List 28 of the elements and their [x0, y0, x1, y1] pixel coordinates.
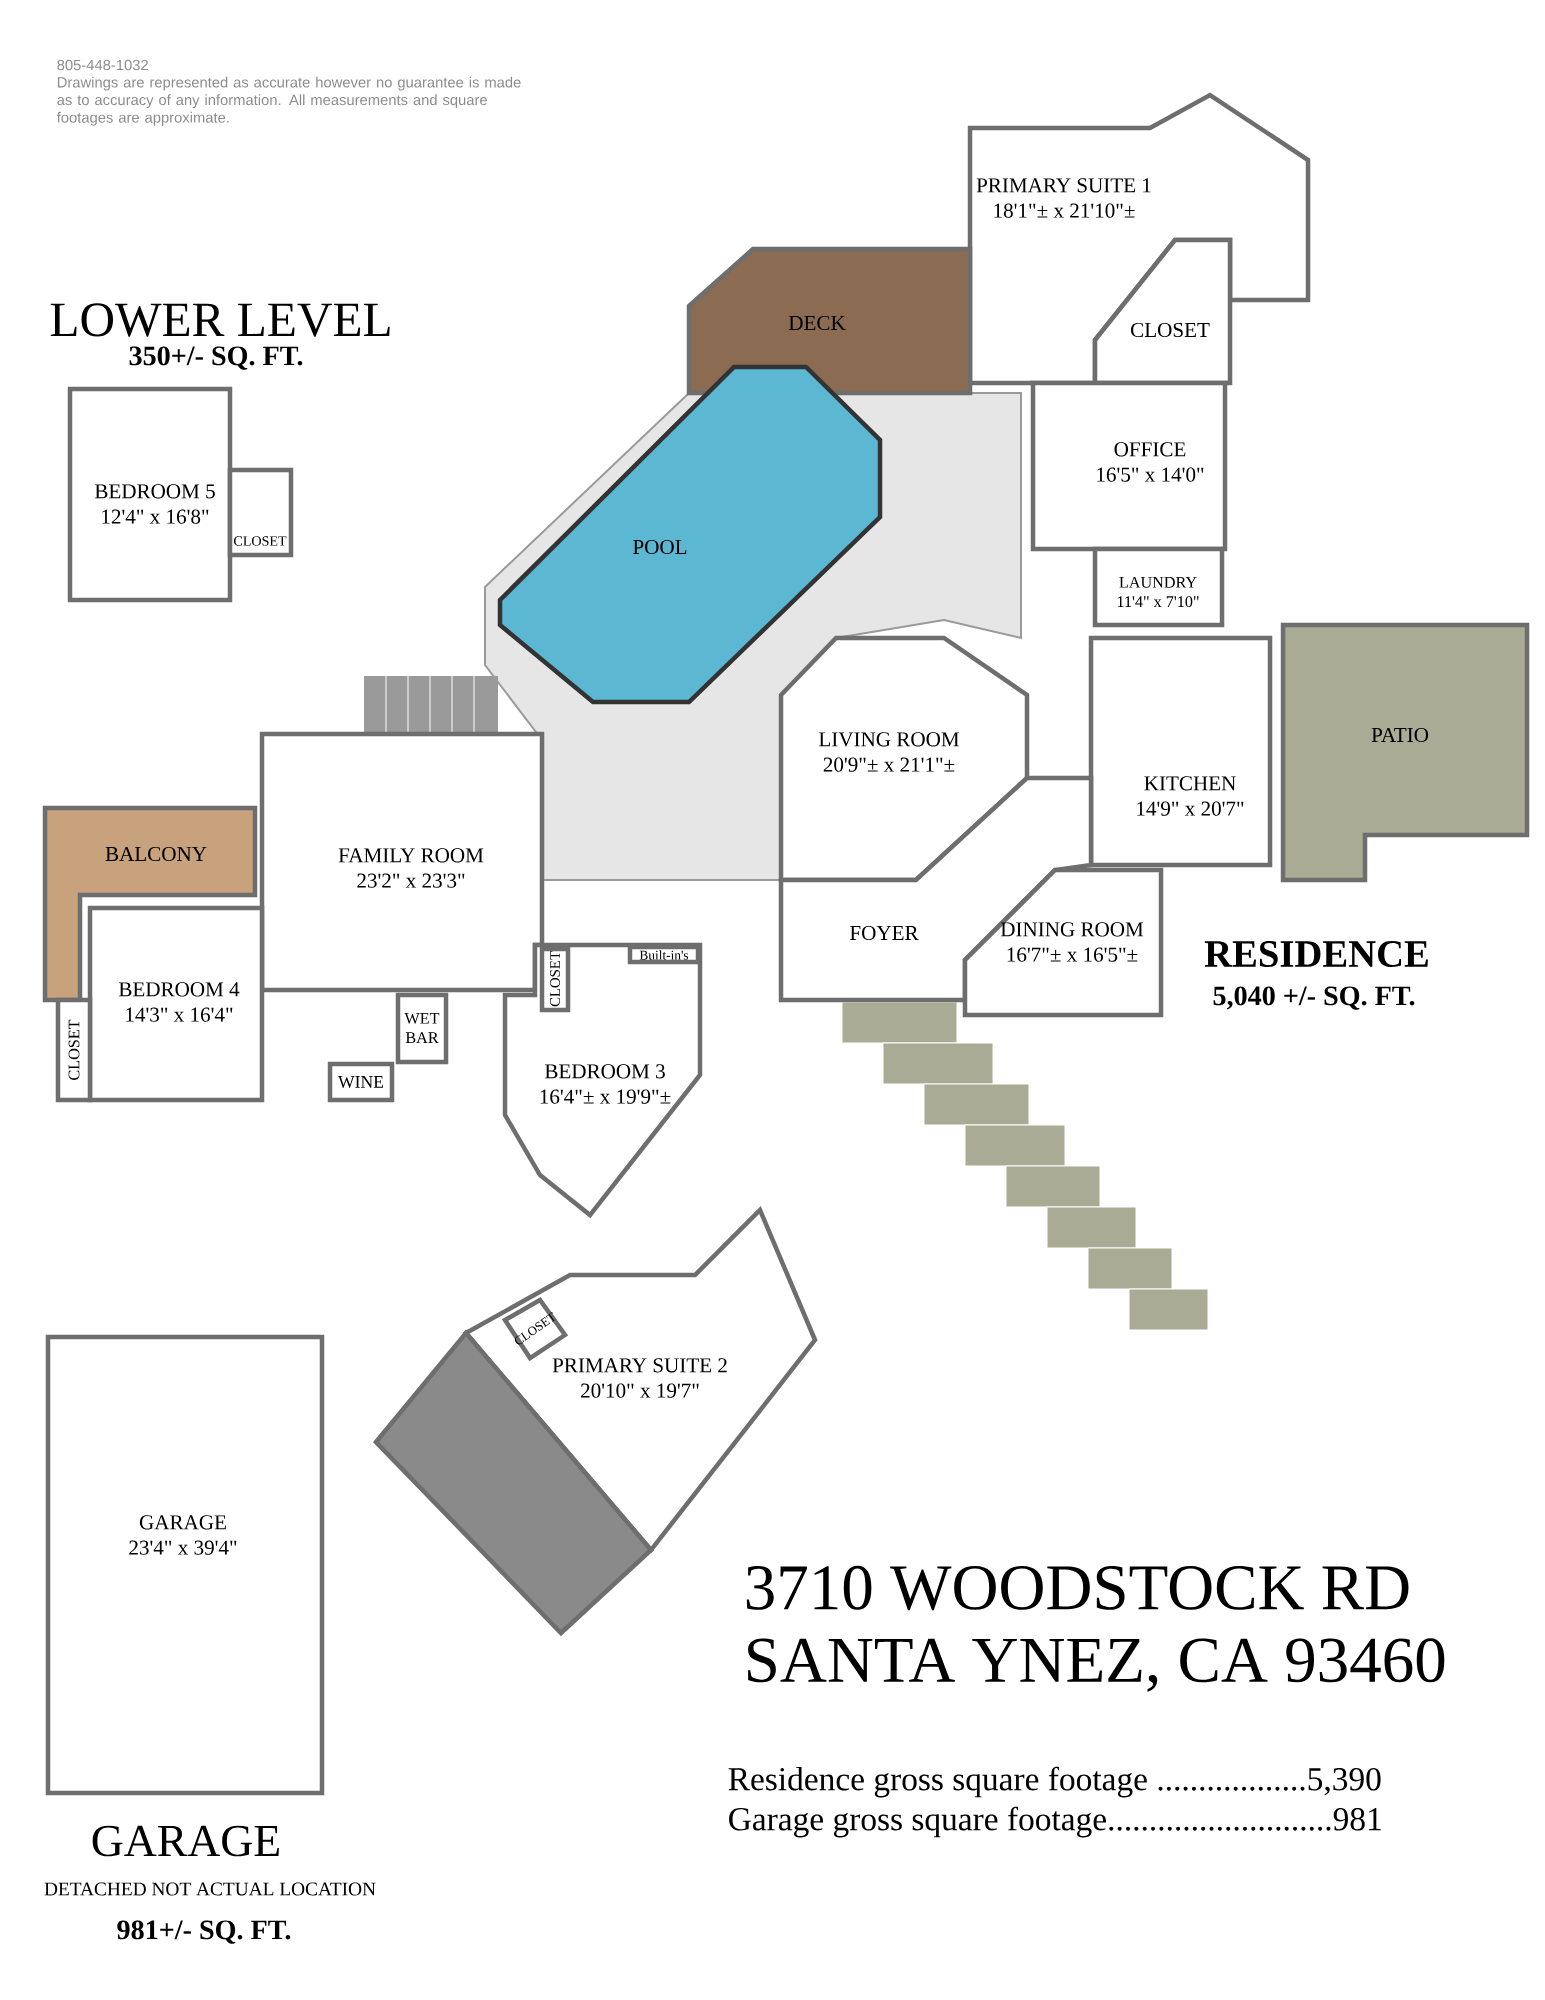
- wine-room: WINE: [327, 1061, 395, 1103]
- disclaimer-note: Drawings are represented as accurate however no guarantee is made as to accuracy of any information. All measurements and square footages are approximate.: [56, 76, 521, 126]
- patio: PATIO: [1280, 622, 1530, 883]
- wet-bar: WET BAR: [395, 992, 449, 1065]
- room: LIVING ROOM 20'9"± x 21'1"±: [778, 635, 1030, 883]
- room: FAMILY ROOM 23'2" x 23'3": [259, 731, 545, 993]
- deck: DECK: [686, 246, 973, 396]
- closet: CLOSET: [1092, 237, 1233, 386]
- pool: POOL: [497, 364, 883, 705]
- area-label: 350+/- SQ. FT.: [129, 346, 303, 370]
- closet: CLOSET: [227, 467, 294, 558]
- built-in-cabinet: Built-in's: [627, 944, 701, 965]
- footage-summary: Garage gross square footage...........................981: [729, 1806, 1381, 1838]
- address-title: 3710 WOODSTOCK RD: [746, 1565, 1409, 1611]
- note: DETACHED NOT ACTUAL LOCATION: [44, 1882, 376, 1896]
- area-label: 981+/- SQ. FT.: [117, 1920, 291, 1944]
- footage-summary: Residence gross square footage ..................5,390: [728, 1766, 1381, 1798]
- phone-number: 805-448-1032: [57, 59, 148, 71]
- area-label: 5,040 +/- SQ. FT.: [1213, 986, 1415, 1010]
- level-title: LOWER LEVEL: [50, 303, 390, 337]
- room: KITCHEN 14'9" x 20'7": [1088, 635, 1273, 868]
- section-title: RESIDENCE: [1204, 941, 1428, 967]
- room: LAUNDRY 11'4" x 7'10": [1092, 546, 1225, 628]
- section-title: GARAGE: [92, 1825, 279, 1857]
- closet: CLOSET: [539, 946, 571, 1013]
- closet: CLOSET: [55, 997, 93, 1103]
- garage: GARAGE 23'4" x 39'4": [45, 1334, 325, 1796]
- address-title: SANTA YNEZ, CA 93460: [748, 1638, 1445, 1692]
